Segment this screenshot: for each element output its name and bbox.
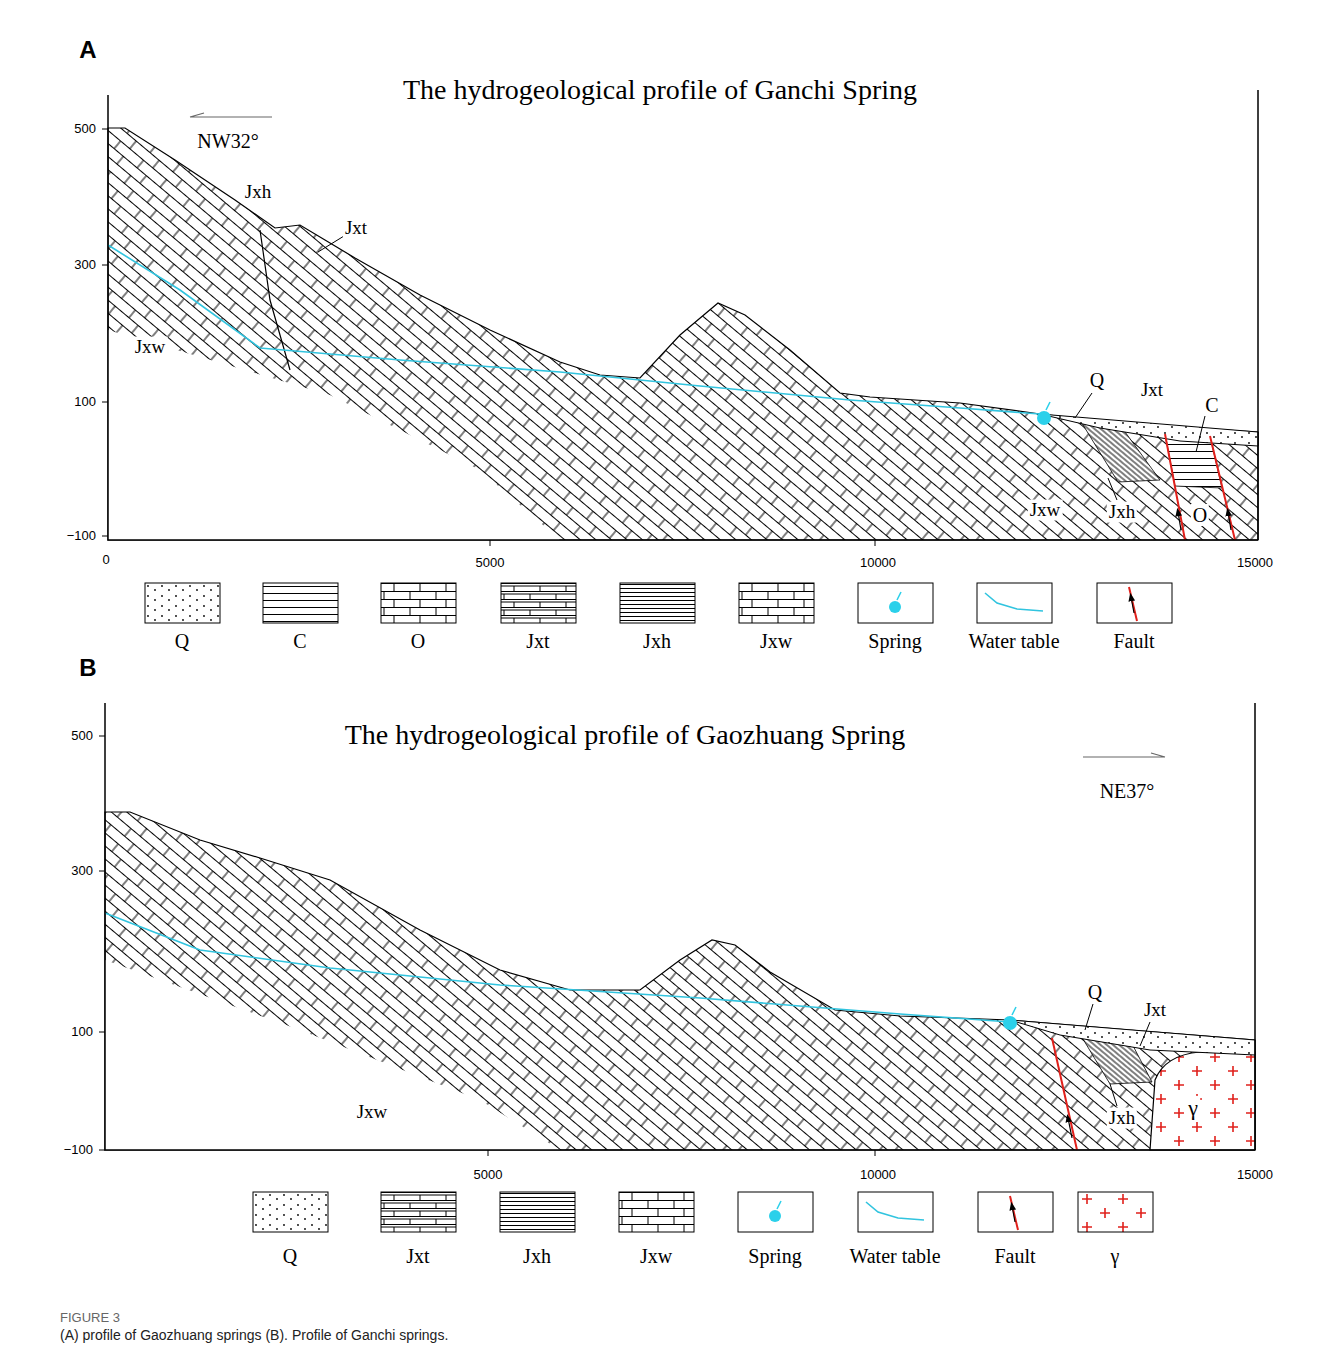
axis-tick: −100 [64,1143,93,1157]
legend-swatch [145,583,220,623]
panel-letter: A [79,37,96,63]
stratum-label: Jxw [133,337,168,358]
legend-label: Water table [849,1245,940,1267]
legend-label: Jxw [640,1245,672,1267]
legend-label: Jxt [526,630,549,652]
axis-tick: 5000 [476,556,505,570]
legend-swatch [978,1192,1053,1232]
axis-tick: 10000 [860,1168,896,1182]
legend-label: Water table [968,630,1059,652]
axis-tick: 300 [71,864,93,878]
panel-letter: B [79,655,96,681]
stratum-label: C [1203,394,1220,416]
legend-swatch [500,1192,575,1232]
stratum-label: Jxw [355,1102,390,1123]
axis-tick: 500 [74,122,96,136]
axis-tick: 100 [74,395,96,409]
axis-tick: 0 [102,553,109,567]
legend-label: Jxt [406,1245,429,1267]
stratum-label: Jxt [1139,380,1165,401]
axis-tick: 10000 [860,556,896,570]
stratum-label: Q [1086,981,1104,1003]
stratum-label: Jxt [343,218,369,239]
legend-swatch [739,583,814,623]
legend-label: Jxh [643,630,671,652]
legend-label: Spring [748,1245,801,1267]
legend-swatch [619,1192,694,1232]
axis-tick: 500 [71,729,93,743]
axis-tick: 300 [74,258,96,272]
axis-tick: −100 [67,529,96,543]
stratum-label: γ [1186,1096,1200,1120]
legend-swatch [501,583,576,623]
legend-label: Fault [994,1245,1035,1267]
panel-title: The hydrogeological profile of Gaozhuang… [345,720,906,751]
axis-tick: 100 [71,1025,93,1039]
legend-swatch [620,583,695,623]
legend-label: O [411,630,425,652]
panel-title: The hydrogeological profile of Ganchi Sp… [403,75,917,106]
legend-label: Jxw [760,630,792,652]
legend-swatch [381,1192,456,1232]
legend-label: Spring [868,630,921,652]
direction-label: NE37° [1100,780,1155,802]
legend-label: C [293,630,306,652]
legend-swatch [1078,1192,1153,1232]
axis-tick: 15000 [1237,1168,1273,1182]
legend-label: Jxh [523,1245,551,1267]
legend-swatch [977,583,1052,623]
stratum-label: Jxh [1107,1108,1137,1129]
legend-swatch [381,583,456,623]
legend-swatch [738,1192,813,1232]
stratum-label: Jxh [1107,502,1137,523]
stratum-label: Q [1088,369,1106,391]
axis-tick: 5000 [474,1168,503,1182]
stratum-label: Jxw [1028,500,1063,521]
figure-number: FIGURE 3 [60,1311,120,1325]
legend-swatch [858,1192,933,1232]
legend-label: Fault [1113,630,1154,652]
legend-swatch [858,583,933,623]
stratum-label: O [1191,504,1209,526]
legend-swatch [253,1192,328,1232]
legend-label: γ [1111,1245,1120,1267]
direction-label: NW32° [197,130,258,152]
figure-caption: (A) profile of Gaozhuang springs (B). Pr… [60,1328,448,1343]
axis-tick: 15000 [1237,556,1273,570]
legend-swatch [263,583,338,623]
stratum-label: Jxh [243,182,273,203]
legend-label: Q [175,630,189,652]
stratum-label: Jxt [1142,1000,1168,1021]
legend-swatch [1097,583,1172,623]
legend-label: Q [283,1245,297,1267]
